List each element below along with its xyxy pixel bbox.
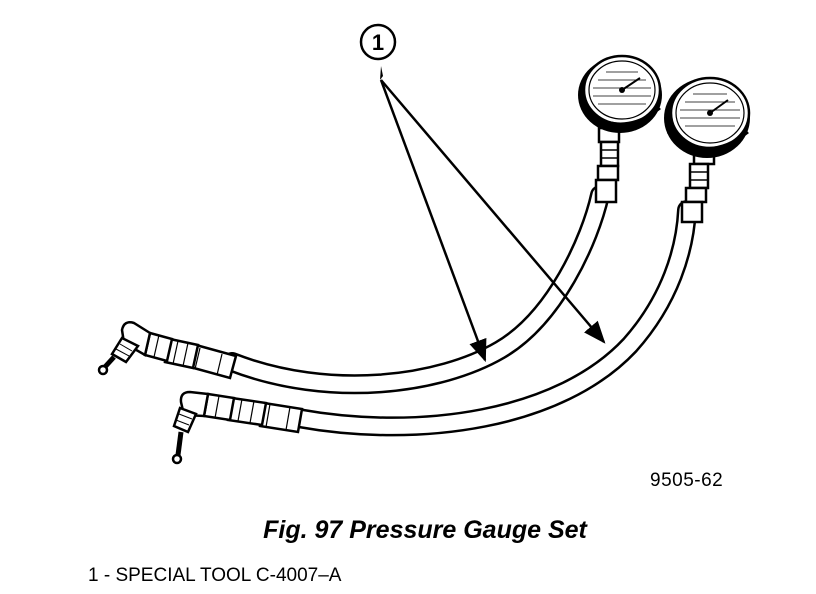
figure-id: 9505-62 xyxy=(650,470,724,491)
callout-leader-line-2 xyxy=(380,79,606,344)
pressure-gauge-set-illustration: 1 xyxy=(97,23,751,465)
hose-1-fitting-assembly xyxy=(97,321,238,380)
callout-leader-line-1 xyxy=(379,79,487,363)
pressure-gauge-2 xyxy=(664,76,751,224)
hose-2-fitting-assembly xyxy=(171,390,304,465)
figure-legend: 1 - SPECIAL TOOL C-4007–A xyxy=(88,565,341,587)
callout-number: 1 xyxy=(372,30,384,55)
legend-item: 1 - SPECIAL TOOL C-4007–A xyxy=(88,565,342,586)
hose-2 xyxy=(288,200,697,437)
callout-circle xyxy=(359,23,397,61)
callout-1: 1 xyxy=(359,23,606,363)
figure-caption: Fig. 97 Pressure Gauge Set xyxy=(263,516,587,544)
pressure-gauge-1 xyxy=(578,54,662,204)
hose-1 xyxy=(222,185,610,395)
